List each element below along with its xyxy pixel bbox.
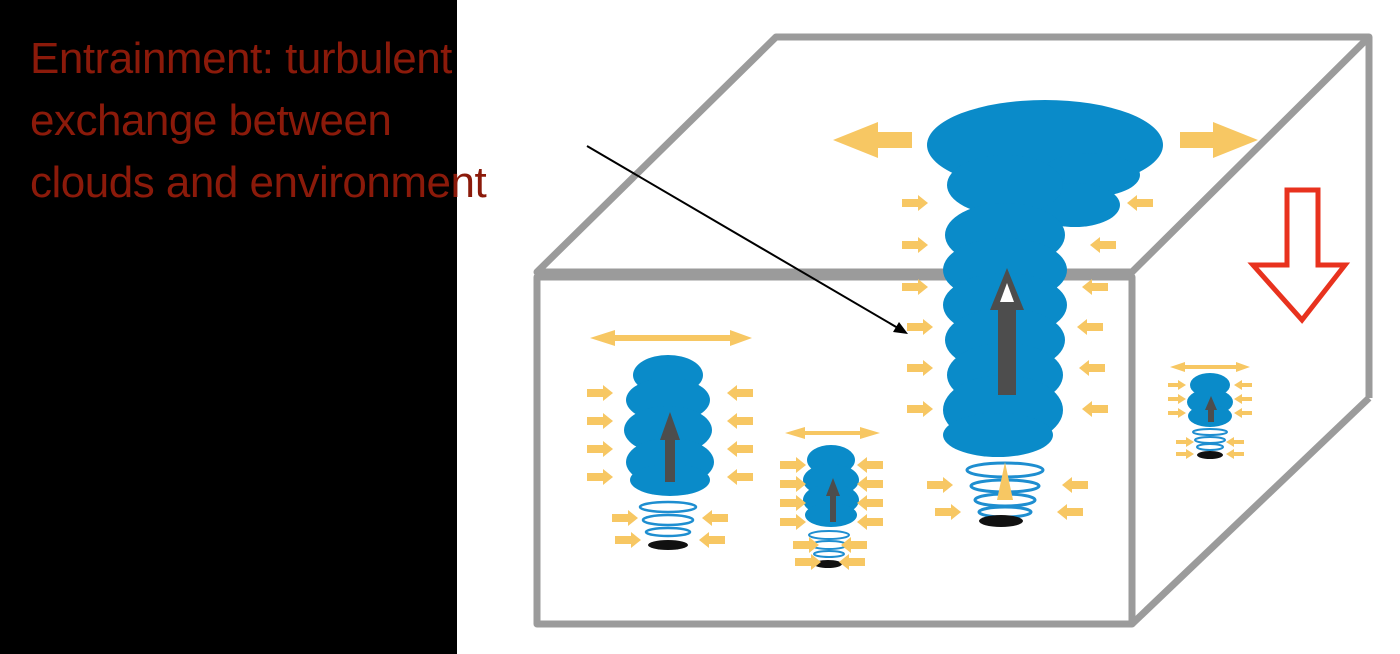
down-arrow-outline-icon bbox=[1247, 187, 1351, 324]
outflow-arrow-left bbox=[833, 122, 912, 158]
right-cloud-inflow-arrows bbox=[1168, 380, 1252, 459]
left-cloud-base bbox=[648, 540, 688, 550]
updraft-arrow-large-highlight bbox=[1000, 283, 1014, 302]
right-cloud-outflow-arrow bbox=[1170, 362, 1250, 372]
middle-cloud-outflow-arrow bbox=[785, 427, 880, 439]
annotation-line-2: exchange between bbox=[30, 96, 392, 145]
updraft-arrow-middle bbox=[826, 478, 840, 522]
large-cloud-base-arrow bbox=[997, 462, 1013, 500]
updraft-arrow-left bbox=[660, 412, 680, 482]
left-cloud-rings bbox=[638, 500, 698, 538]
right-cloud-rings bbox=[1192, 428, 1228, 451]
top-outflow-arrows bbox=[833, 122, 1258, 158]
large-cloud-base bbox=[979, 515, 1023, 527]
annotation-pointer-arrowhead bbox=[893, 322, 908, 334]
annotation-line-3: clouds and environment bbox=[30, 158, 487, 207]
outflow-arrow-right bbox=[1180, 122, 1258, 158]
annotation-line-1: Entrainment: turbulent bbox=[30, 34, 452, 83]
updraft-arrow-right bbox=[1205, 396, 1217, 422]
left-cloud-outflow-arrow bbox=[590, 330, 752, 346]
box-outline bbox=[533, 33, 1373, 628]
box-front-face bbox=[533, 273, 1136, 628]
black-background-panel bbox=[0, 0, 457, 654]
updraft-arrow-large bbox=[990, 268, 1024, 395]
right-cloud-base bbox=[1197, 451, 1223, 459]
annotation-pointer-line bbox=[586, 145, 904, 332]
entrainment-annotation: Entrainment: turbulent exchange between … bbox=[30, 28, 630, 214]
box-bottom-right-edge bbox=[1129, 395, 1372, 627]
middle-cloud-base bbox=[814, 560, 842, 568]
large-cloud bbox=[927, 100, 1163, 457]
